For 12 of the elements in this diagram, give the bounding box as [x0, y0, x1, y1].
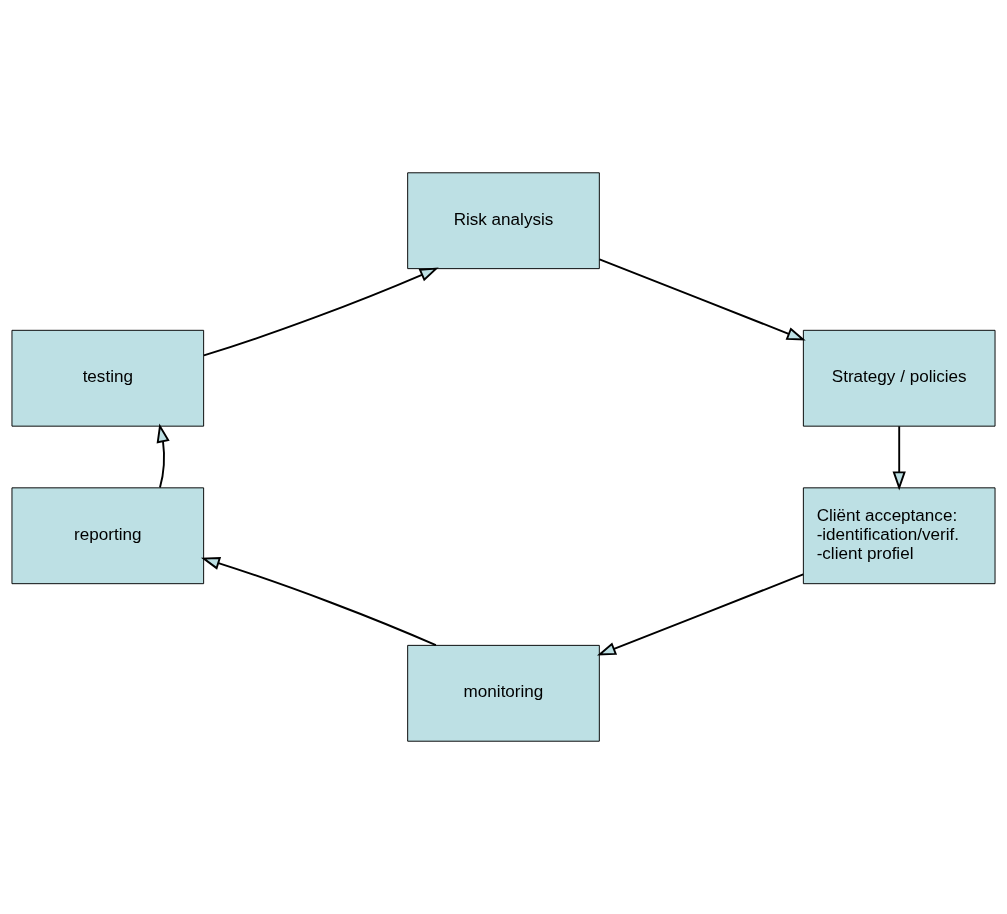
node-box: monitoring	[407, 644, 600, 742]
arrow	[156, 423, 170, 489]
node-box: Cliënt acceptance: -identification/verif. -client profiel	[802, 487, 996, 585]
arrow	[598, 258, 806, 341]
arrow	[202, 267, 439, 357]
arrow	[200, 557, 437, 647]
node-box: Strategy / policies	[802, 329, 996, 427]
node-box: reporting	[11, 487, 205, 585]
arrow	[597, 573, 805, 656]
node-box: Risk analysis	[407, 172, 600, 270]
arrow	[892, 425, 906, 491]
node-box: testing	[11, 329, 205, 427]
